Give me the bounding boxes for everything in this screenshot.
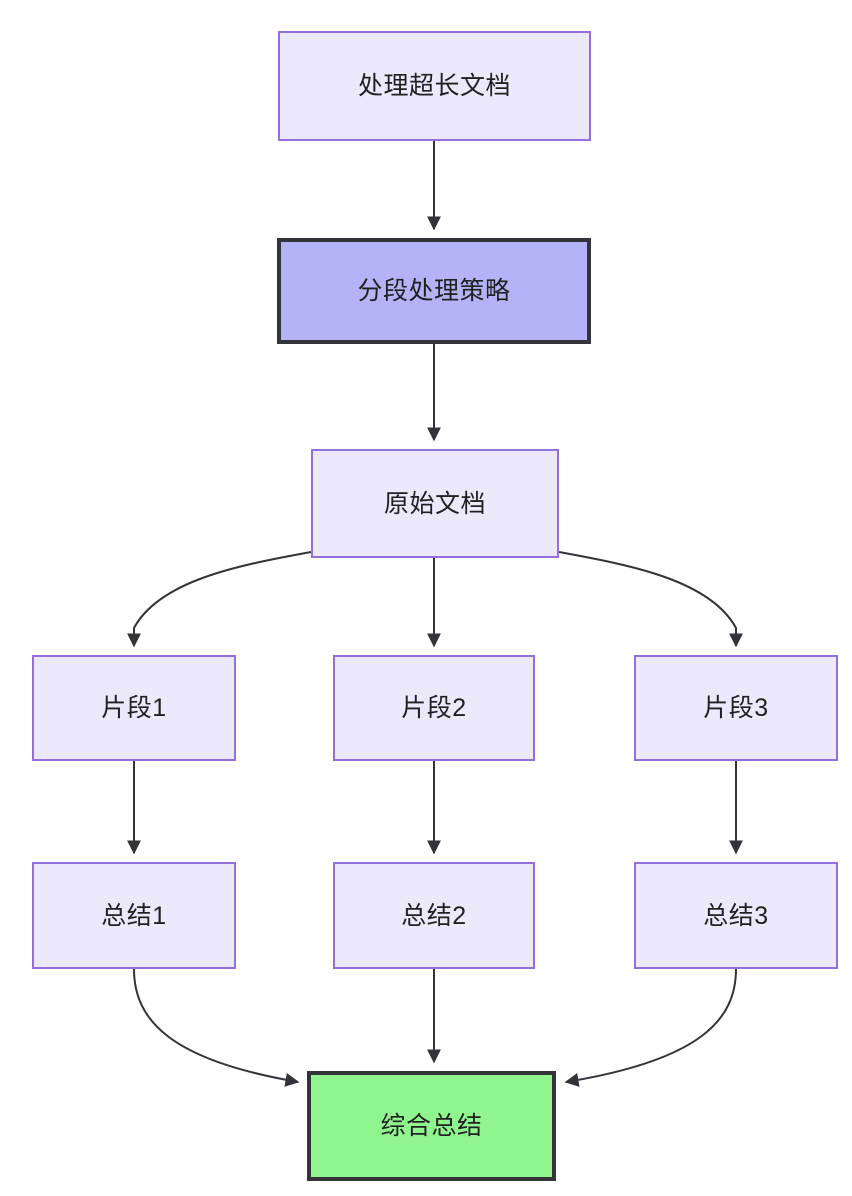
node-summary-1[interactable]: 总结1: [32, 862, 236, 969]
node-source-doc-label: 原始文档: [383, 489, 486, 518]
node-summary-2[interactable]: 总结2: [333, 862, 535, 969]
node-chunk-strategy-label: 分段处理策略: [357, 277, 511, 305]
node-fragment-1-label: 片段1: [101, 694, 167, 722]
node-fragment-3-label: 片段3: [703, 694, 769, 722]
edge-summary-1-to-final-summary: [133, 968, 300, 1087]
node-final-summary[interactable]: 综合总结: [307, 1071, 556, 1181]
node-source-doc[interactable]: 原始文档: [311, 449, 559, 558]
edge-summary-3-to-final-summary: [564, 968, 737, 1087]
node-long-doc[interactable]: 处理超长文档: [278, 31, 591, 141]
node-long-doc-label: 处理超长文档: [357, 72, 511, 100]
node-fragment-3[interactable]: 片段3: [634, 655, 838, 761]
node-summary-3-label: 总结3: [703, 901, 769, 930]
node-fragment-2[interactable]: 片段2: [333, 655, 535, 761]
node-fragment-1[interactable]: 片段1: [32, 655, 236, 761]
node-chunk-strategy[interactable]: 分段处理策略: [277, 238, 591, 344]
node-summary-1-label: 总结1: [101, 901, 167, 930]
node-fragment-2-label: 片段2: [401, 694, 467, 722]
node-summary-3[interactable]: 总结3: [634, 862, 838, 969]
node-summary-2-label: 总结2: [401, 901, 467, 930]
node-final-summary-label: 综合总结: [380, 1112, 483, 1140]
edge-source-doc-to-fragment-1: [127, 551, 312, 648]
edge-source-doc-to-fragment-3: [558, 551, 743, 648]
